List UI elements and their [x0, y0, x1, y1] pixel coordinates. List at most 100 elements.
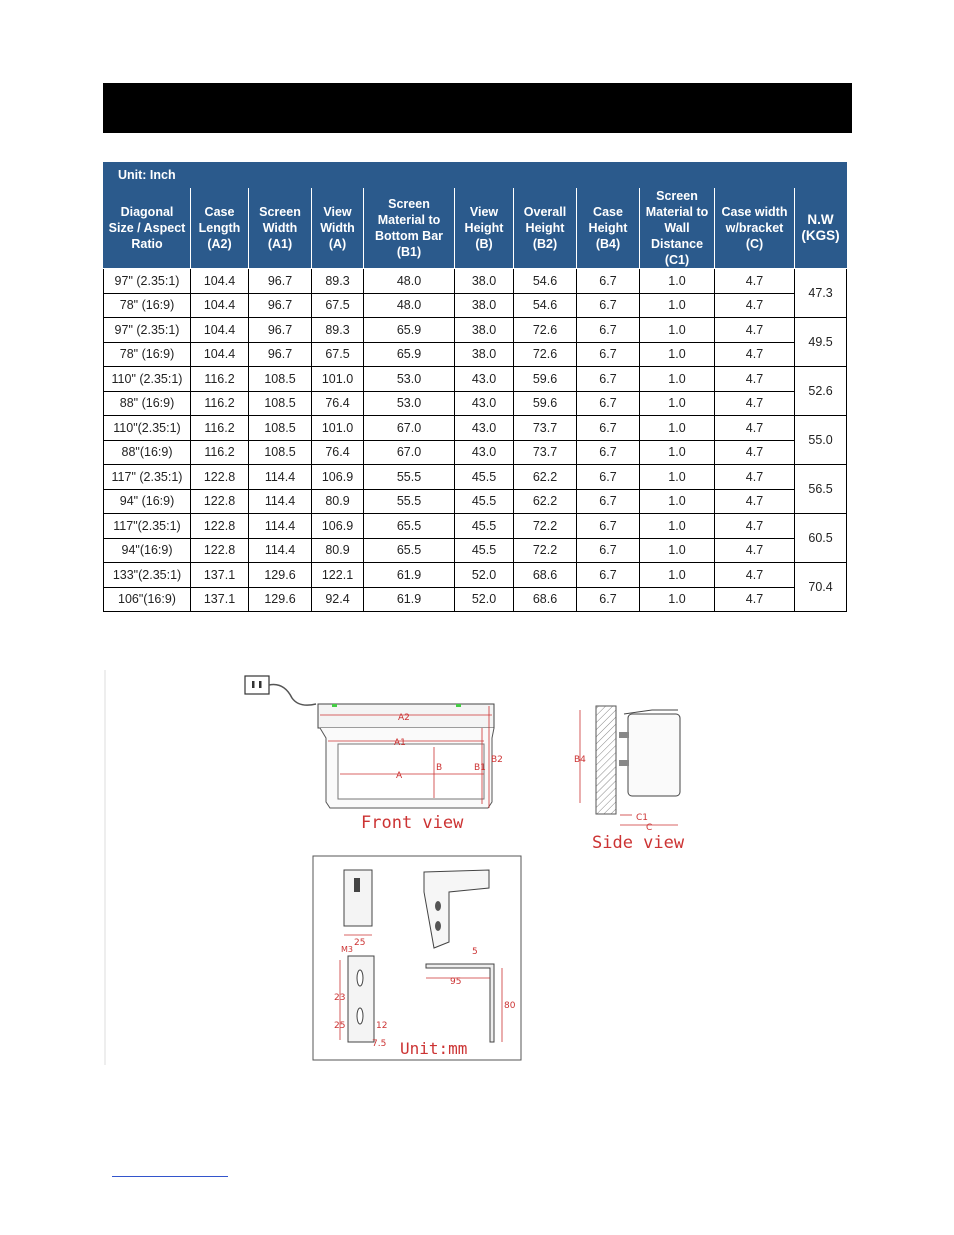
table-cell: 1.0 [639, 415, 715, 441]
column-header: Case width w/bracket (C) [714, 187, 795, 269]
table-cell: 4.7 [714, 586, 795, 612]
table-cell: 96.7 [248, 341, 312, 367]
table-cell: 45.5 [454, 513, 514, 539]
table-cell: 114.4 [248, 513, 312, 539]
label-b2: B2 [491, 755, 503, 765]
table-cell: 43.0 [454, 366, 514, 392]
table-cell: 62.2 [513, 488, 577, 514]
table-cell: 48.0 [363, 292, 455, 318]
table-cell: 54.6 [513, 292, 577, 318]
table-cell: 96.7 [248, 317, 312, 343]
table-cell: 4.7 [714, 562, 795, 588]
table-cell: 4.7 [714, 464, 795, 490]
table-cell: 53.0 [363, 366, 455, 392]
table-cell: 1.0 [639, 562, 715, 588]
footer-link[interactable] [112, 1176, 228, 1177]
table-cell: 116.2 [190, 415, 249, 441]
table-cell: 117"(2.35:1) [103, 513, 191, 539]
table-cell: 73.7 [513, 439, 577, 465]
table-cell: 129.6 [248, 562, 312, 588]
table-cell: 108.5 [248, 390, 312, 416]
table-cell: 104.4 [190, 341, 249, 367]
column-header: Case Height (B4) [576, 187, 640, 269]
side-view-drawing: B4 C1 C Side view [574, 705, 685, 853]
table-cell: 43.0 [454, 415, 514, 441]
column-header: View Width (A) [311, 187, 364, 269]
label-a: A [396, 771, 403, 781]
table-cell: 122.8 [190, 537, 249, 563]
table-cell: 1.0 [639, 292, 715, 318]
table-cell: 108.5 [248, 415, 312, 441]
table-cell: 6.7 [576, 366, 640, 392]
table-cell: 116.2 [190, 439, 249, 465]
table-cell: 92.4 [311, 586, 364, 612]
table-cell: 110" (2.35:1) [103, 366, 191, 392]
table-cell: 68.6 [513, 562, 577, 588]
table-cell: 6.7 [576, 562, 640, 588]
table-cell: 4.7 [714, 513, 795, 539]
table-cell: 67.5 [311, 341, 364, 367]
label-dim-23: 23 [334, 993, 345, 1003]
table-cell: 76.4 [311, 439, 364, 465]
table-cell: 65.5 [363, 513, 455, 539]
table-cell: 72.6 [513, 341, 577, 367]
table-cell: 76.4 [311, 390, 364, 416]
weight-cell: 70.4 [793, 562, 848, 612]
label-a2: A2 [398, 713, 410, 723]
label-dim-m3: M3 [341, 945, 353, 954]
label-dim-95: 95 [450, 977, 461, 987]
table-cell: 133"(2.35:1) [103, 562, 191, 588]
table-cell: 1.0 [639, 317, 715, 343]
table-cell: 6.7 [576, 586, 640, 612]
table-cell: 108.5 [248, 366, 312, 392]
table-cell: 53.0 [363, 390, 455, 416]
table-cell: 104.4 [190, 317, 249, 343]
table-cell: 108.5 [248, 439, 312, 465]
table-cell: 6.7 [576, 439, 640, 465]
dimension-diagram: A2 A1 A B B1 B2 Front view B4 C1 C Side … [104, 670, 864, 1065]
table-cell: 6.7 [576, 268, 640, 294]
table-cell: 78" (16:9) [103, 341, 191, 367]
label-c1: C1 [636, 813, 648, 823]
unit-label: Unit: Inch [102, 162, 848, 188]
table-cell: 6.7 [576, 537, 640, 563]
table-cell: 4.7 [714, 341, 795, 367]
table-cell: 1.0 [639, 439, 715, 465]
table-cell: 4.7 [714, 317, 795, 343]
table-cell: 137.1 [190, 586, 249, 612]
table-cell: 6.7 [576, 317, 640, 343]
table-cell: 38.0 [454, 292, 514, 318]
weight-cell: 56.5 [793, 464, 848, 514]
table-cell: 4.7 [714, 415, 795, 441]
table-cell: 65.9 [363, 317, 455, 343]
table-cell: 89.3 [311, 317, 364, 343]
table-cell: 67.0 [363, 415, 455, 441]
label-dim-5: 5 [472, 947, 478, 957]
table-cell: 62.2 [513, 464, 577, 490]
column-header: View Height (B) [454, 187, 514, 269]
label-c: C [646, 823, 652, 833]
column-header: Case Length (A2) [190, 187, 249, 269]
label-b: B [436, 763, 442, 773]
table-cell: 43.0 [454, 439, 514, 465]
column-header: Overall Height (B2) [513, 187, 577, 269]
table-cell: 129.6 [248, 586, 312, 612]
column-header: Screen Material to Bottom Bar (B1) [363, 187, 455, 269]
column-header: Diagonal Size / Aspect Ratio [103, 187, 191, 269]
bracket-detail-drawing: 25 M3 23 25 12 7.5 5 95 80 Unit:mm [312, 855, 522, 1061]
table-cell: 6.7 [576, 292, 640, 318]
table-cell: 106"(16:9) [103, 586, 191, 612]
table-cell: 106.9 [311, 464, 364, 490]
column-header: Screen Width (A1) [248, 187, 312, 269]
table-cell: 65.9 [363, 341, 455, 367]
table-cell: 73.7 [513, 415, 577, 441]
table-cell: 55.5 [363, 464, 455, 490]
weight-cell: 60.5 [793, 513, 848, 563]
table-cell: 43.0 [454, 390, 514, 416]
table-cell: 122.8 [190, 464, 249, 490]
table-cell: 137.1 [190, 562, 249, 588]
